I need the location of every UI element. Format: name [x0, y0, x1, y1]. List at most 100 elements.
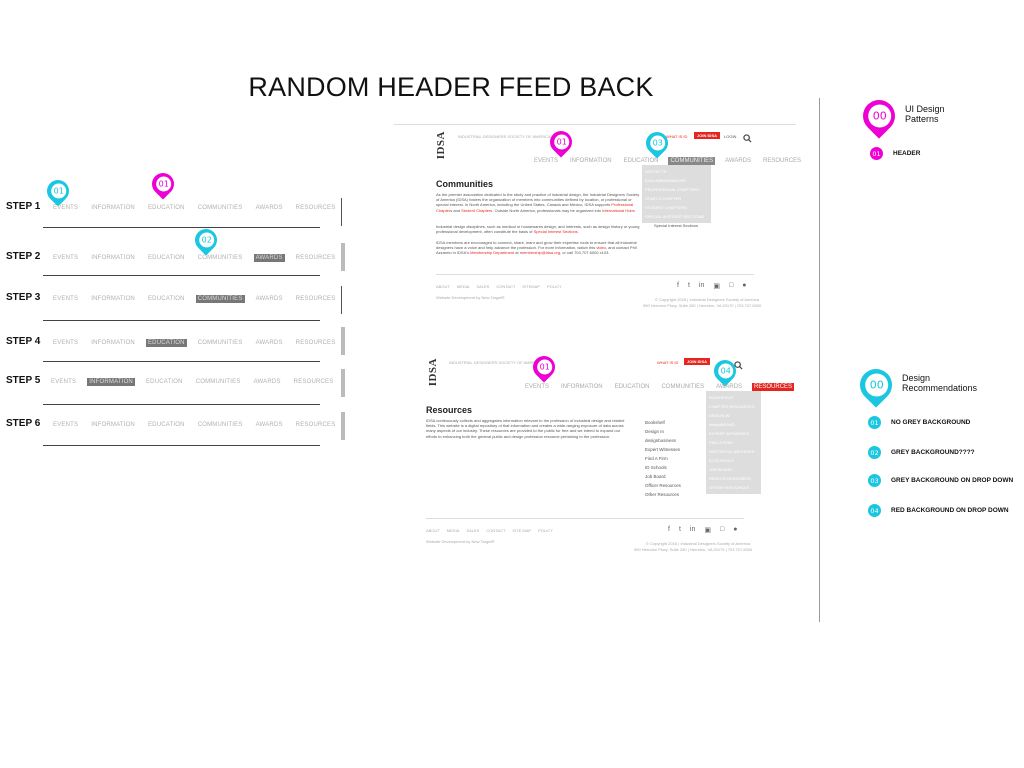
what-is-id-link[interactable]: WHAT IS ID — [666, 134, 688, 139]
dropdown-item-other-resources[interactable]: OTHER RESOURCES — [709, 485, 750, 490]
nav-item-awards[interactable]: AWARDS — [255, 296, 283, 302]
dropdown-item-historical-archives[interactable]: HISTORICAL ARCHIVES — [709, 449, 755, 454]
nav-item-events[interactable]: EVENTS — [53, 340, 79, 346]
nav-item-communities[interactable]: COMMUNITIES — [661, 384, 705, 390]
nav-item-information[interactable]: INFORMATION — [91, 296, 135, 302]
nav-item-awards[interactable]: AWARDS — [253, 254, 285, 262]
linkedin-icon[interactable]: in — [689, 526, 696, 533]
footer-link-media[interactable]: MEDIA — [446, 528, 460, 533]
dropdown-item-id-schools[interactable]: ID SCHOOLS — [709, 458, 734, 463]
footer-link-about[interactable]: ABOUT — [426, 528, 440, 533]
nav-item-events[interactable]: EVENTS — [53, 255, 79, 261]
twitter-icon[interactable]: t — [687, 282, 690, 289]
dropdown-item-professional-chapters[interactable]: PROFESSIONAL CHAPTERS — [645, 187, 699, 192]
dropdown-item-special-interest-sections[interactable]: SPECIAL INTEREST SECTIONS — [645, 214, 705, 219]
instagram-icon[interactable]: ▣ — [713, 283, 720, 290]
login-link[interactable]: LOGIN — [724, 134, 737, 139]
nav-item-communities[interactable]: COMMUNITIES — [195, 295, 245, 303]
resource-link-id-schools[interactable]: ID Schools — [645, 465, 667, 470]
linkedin-icon[interactable]: in — [698, 282, 705, 289]
nav-item-education[interactable]: EDUCATION — [623, 158, 659, 164]
resource-link-bookshelf[interactable]: Bookshelf — [645, 420, 665, 425]
resource-link-designbusiness[interactable]: designbusiness — [645, 438, 677, 443]
nav-item-events[interactable]: EVENTS — [51, 379, 77, 385]
dropdown-item-find-a-firm[interactable]: FIND A FIRM — [709, 440, 733, 445]
nav-item-communities[interactable]: COMMUNITIES — [197, 340, 243, 346]
nav-item-events[interactable]: EVENTS — [53, 205, 79, 211]
footer-link-policy[interactable]: POLICY — [546, 284, 562, 289]
nav-item-resources[interactable]: RESOURCES — [295, 340, 336, 346]
dropdown-item-designbrand[interactable]: designBRAND — [709, 422, 735, 427]
nav-item-education[interactable]: EDUCATION — [147, 296, 185, 302]
nav-item-resources[interactable]: RESOURCES — [293, 379, 334, 385]
idsa-logo[interactable]: IDSA — [435, 131, 447, 160]
dropdown-item-idsa-ambassadors[interactable]: IDSA AMBASSADORS — [645, 178, 686, 183]
dropdown-item-design-in[interactable]: DESIGN IN — [709, 413, 730, 418]
twitter-icon[interactable]: t — [678, 526, 681, 533]
idsa-logo[interactable]: IDSA — [427, 358, 439, 387]
vimeo-icon[interactable]: □ — [719, 526, 725, 533]
nav-item-awards[interactable]: AWARDS — [725, 158, 752, 164]
nav-item-resources[interactable]: RESOURCES — [295, 255, 336, 261]
nav-item-events[interactable]: EVENTS — [53, 296, 79, 302]
nav-item-resources[interactable]: RESOURCES — [752, 383, 795, 391]
nav-item-education[interactable]: EDUCATION — [614, 384, 650, 390]
dropdown-item-chapter-resources[interactable]: CHAPTER RESOURCES — [709, 404, 755, 409]
nav-item-communities[interactable]: COMMUNITIES — [197, 205, 243, 211]
nav-item-events[interactable]: EVENTS — [53, 422, 79, 428]
dropdown-item-expert-witnesses[interactable]: EXPERT WITNESSES — [709, 431, 750, 436]
dropdown-item-job-board[interactable]: JOB BOARD — [709, 467, 733, 472]
flickr-icon[interactable]: ● — [733, 526, 738, 533]
search-icon[interactable] — [734, 357, 743, 375]
nav-item-resources[interactable]: RESOURCES — [295, 296, 336, 302]
nav-item-resources[interactable]: RESOURCES — [295, 422, 336, 428]
nav-item-information[interactable]: INFORMATION — [561, 384, 603, 390]
instagram-icon[interactable]: ▣ — [704, 527, 711, 534]
facebook-icon[interactable]: f — [668, 526, 670, 533]
flickr-icon[interactable]: ● — [742, 282, 747, 289]
footer-link-contact[interactable]: CONTACT — [486, 528, 506, 533]
dropdown-item-bookshelf[interactable]: BOOKSHELF — [709, 395, 734, 400]
footer-link-policy[interactable]: POLICY — [538, 528, 553, 533]
nav-item-information[interactable]: INFORMATION — [87, 378, 135, 386]
nav-item-communities[interactable]: COMMUNITIES — [195, 379, 241, 385]
resource-link-job-board[interactable]: Job Board — [645, 474, 666, 479]
footer-link-sitemap[interactable]: SITEMAP — [522, 284, 540, 289]
dropdown-item-start-a-chapter[interactable]: START A CHAPTER — [645, 196, 682, 201]
dropdown-caption[interactable]: Special Interest Sections — [654, 223, 699, 228]
footer-link-media[interactable]: MEDIA — [456, 284, 470, 289]
nav-item-awards[interactable]: AWARDS — [255, 340, 283, 346]
nav-item-communities[interactable]: COMMUNITIES — [197, 255, 243, 261]
footer-link-contact[interactable]: CONTACT — [496, 284, 516, 289]
nav-item-awards[interactable]: AWARDS — [253, 379, 281, 385]
what-is-id-link[interactable]: WHAT IS ID — [657, 360, 679, 365]
footer-link-sales[interactable]: SALES — [476, 284, 490, 289]
nav-item-education[interactable]: EDUCATION — [147, 422, 185, 428]
footer-link-sales[interactable]: SALES — [466, 528, 480, 533]
resource-link-design-in[interactable]: Design In — [645, 429, 665, 434]
nav-item-education[interactable]: EDUCATION — [147, 255, 185, 261]
nav-item-communities[interactable]: COMMUNITIES — [668, 157, 716, 165]
footer-link-site-map[interactable]: SITE MAP — [512, 528, 532, 533]
nav-item-education[interactable]: EDUCATION — [145, 339, 187, 347]
resource-link-expert-witnesses[interactable]: Expert Witnesses — [645, 447, 681, 452]
nav-item-information[interactable]: INFORMATION — [91, 205, 135, 211]
join-button[interactable]: JOIN IDSA — [694, 132, 721, 139]
resource-link-other-resources[interactable]: Other Resources — [645, 492, 680, 497]
nav-item-information[interactable]: INFORMATION — [570, 158, 612, 164]
dropdown-item-student-chapters[interactable]: STUDENT CHAPTERS — [645, 205, 687, 210]
dropdown-item-districts[interactable]: DISTRICTS — [645, 169, 667, 174]
nav-item-events[interactable]: EVENTS — [525, 384, 550, 390]
nav-item-information[interactable]: INFORMATION — [91, 255, 135, 261]
join-button[interactable]: JOIN IDSA — [684, 358, 711, 365]
dropdown-item-remote-designers[interactable]: REMOTE DESIGNERS — [709, 476, 751, 481]
nav-item-information[interactable]: INFORMATION — [91, 340, 135, 346]
nav-item-education[interactable]: EDUCATION — [145, 379, 183, 385]
vimeo-icon[interactable]: □ — [728, 282, 734, 289]
nav-item-resources[interactable]: RESOURCES — [763, 158, 802, 164]
nav-item-awards[interactable]: AWARDS — [255, 422, 283, 428]
nav-item-education[interactable]: EDUCATION — [147, 205, 185, 211]
footer-link-about[interactable]: ABOUT — [436, 284, 450, 289]
resource-link-find-a-firm[interactable]: Find A Firm — [645, 456, 668, 461]
nav-item-events[interactable]: EVENTS — [534, 158, 559, 164]
